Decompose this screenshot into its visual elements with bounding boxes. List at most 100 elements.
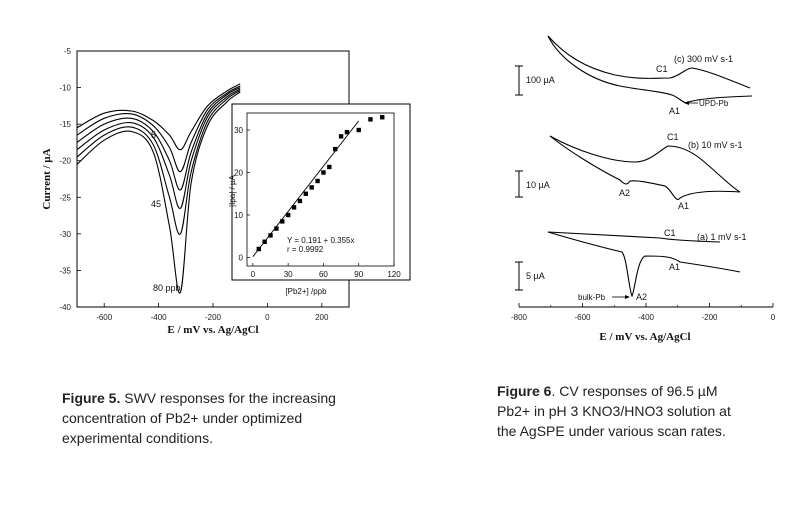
fig5-xtick-label: 200 [315, 313, 329, 322]
fig5-annotation-80ppb: 80 ppb [153, 283, 181, 293]
cv-c-label: (c) 300 mV s-1 [674, 54, 733, 64]
cv-c-scale-label: 100 µA [526, 75, 555, 85]
cv-b-forward-trace [549, 135, 741, 193]
cv-b-peak-a1: A1 [678, 201, 689, 211]
inset-equation: Y = 0.191 + 0.355x [287, 236, 354, 245]
fig5-caption-line-1: Figure 5. SWV responses for the increasi… [62, 388, 392, 408]
inset-data-point [274, 226, 279, 231]
fig5-swv-curve-4 [76, 88, 241, 209]
fig5-annotation-5: 5 [151, 130, 156, 140]
fig5-ytick-label: -25 [59, 193, 71, 202]
fig6-xtick-label: -800 [511, 313, 528, 322]
cv-a-bulk-label: bulk-Pb [578, 293, 606, 302]
inset-data-point [297, 198, 303, 204]
cv-a-reverse-trace [547, 231, 741, 298]
inset-plot-frame [246, 112, 395, 267]
fig5-annotation-45: 45 [151, 199, 161, 209]
inset-ytick-label: 20 [234, 169, 243, 178]
inset-data-point [256, 246, 261, 252]
cv-b-reverse-trace [549, 135, 741, 200]
inset-ytick-label: 0 [239, 254, 244, 263]
cv-c-forward-trace [547, 35, 751, 89]
cv-b-label: (b) 10 mV s-1 [688, 140, 743, 150]
inset-y-axis-label: |Ipa| / µA [228, 174, 237, 207]
inset-data-point [303, 191, 308, 196]
fig5-ytick-label: -20 [59, 157, 71, 166]
inset-data-point [291, 205, 297, 210]
cv-c-peak-c1: C1 [656, 64, 668, 74]
inset-xtick-label: 120 [387, 270, 401, 279]
inset-xtick-label: 0 [251, 270, 256, 279]
fig6-caption-line-2: Pb2+ in pH 3 KNO3/HNO3 solution at [497, 403, 731, 419]
inset-data-point [380, 115, 385, 120]
inset-data-point [356, 127, 361, 133]
fig5-x-axis-label: E / mV vs. Ag/AgCl [167, 324, 258, 336]
fig5-y-axis-label: Current / µA [41, 148, 53, 209]
fig6-caption-label: Figure 6 [497, 383, 552, 399]
fig5-swv-curve-2 [76, 85, 241, 173]
fig5-xtick-label: -200 [205, 313, 222, 322]
cv-b-peak-a2: A2 [619, 188, 630, 198]
fig6-caption-text-1: . CV responses of 96.5 µM [551, 383, 718, 399]
inset-xtick-label: 30 [284, 270, 293, 279]
inset-data-point [280, 219, 285, 224]
fig5-swv-curve-6 [76, 91, 241, 294]
fig5-xtick-label: -400 [151, 313, 168, 322]
fig5-ytick-label: -5 [64, 47, 72, 56]
inset-r-value: r = 0.9992 [287, 245, 324, 254]
cv-a-arrowhead [625, 295, 630, 299]
fig5-ytick-label: -35 [59, 266, 71, 275]
fig5-swv-curve-3 [76, 87, 241, 191]
fig5-ytick-label: -10 [59, 84, 71, 93]
fig5-ytick-label: -30 [59, 230, 71, 239]
fig5-caption-line-2: concentration of Pb2+ under optimized [62, 410, 303, 426]
fig6-x-axis-label: E / mV vs. Ag/AgCl [599, 331, 690, 343]
fig6-xtick-label: 0 [771, 313, 776, 322]
cv-a-peak-a1: A1 [669, 262, 680, 272]
fig6-xtick-label: -200 [701, 313, 718, 322]
inset-data-point [338, 134, 344, 139]
inset-data-point [268, 233, 273, 238]
fig5-swv-curve-1 [76, 83, 241, 151]
inset-xtick-label: 90 [354, 270, 363, 279]
fig6-caption-line-3: the AgSPE under various scan rates. [497, 423, 726, 439]
fig5-ytick-label: -40 [59, 303, 71, 312]
inset-data-point [327, 164, 332, 170]
inset-data-point [309, 185, 314, 190]
inset-border [231, 103, 411, 281]
fig5-xtick-label: 0 [265, 313, 270, 322]
figure5-caption: Figure 5. SWV responses for the increasi… [62, 388, 392, 448]
cv-b-scale-label: 10 µA [526, 180, 550, 190]
cv-c-peak-a1: A1 [669, 106, 680, 116]
inset-data-point [315, 178, 320, 184]
inset-data-point [368, 117, 373, 122]
fig5-caption-text-1: SWV responses for the increasing [120, 390, 336, 406]
cv-a-peak-c1: C1 [664, 228, 676, 238]
figure6-caption: Figure 6. CV responses of 96.5 µM Pb2+ i… [497, 381, 787, 441]
inset-data-point [333, 146, 338, 152]
cv-c-upd-label: UPD-Pb [699, 99, 729, 108]
cv-a-peak-a2: A2 [636, 292, 647, 302]
cv-c-arrowhead [684, 101, 689, 105]
cv-a-forward-trace [547, 231, 721, 243]
fig5-caption-line-3: experimental conditions. [62, 430, 213, 446]
inset-ytick-label: 30 [234, 126, 243, 135]
inset-data-point [344, 129, 350, 135]
inset-data-point [285, 212, 291, 218]
cv-a-label: (a) 1 mV s-1 [697, 232, 747, 242]
fig6-xtick-label: -400 [638, 313, 655, 322]
inset-data-point [262, 239, 267, 244]
inset-data-point [321, 170, 326, 175]
fig5-xtick-label: -600 [96, 313, 113, 322]
fig5-ytick-label: -15 [59, 120, 71, 129]
cv-c-reverse-trace [547, 35, 753, 104]
cv-a-scale-label: 5 µA [526, 271, 545, 281]
inset-ytick-label: 10 [234, 211, 243, 220]
cv-b-peak-c1: C1 [667, 132, 679, 142]
fig6-chart: -800 -600 -400 -200 0 E / mV vs. Ag/AgCl (c)… [511, 35, 776, 343]
fig5-swv-curve-5 [76, 90, 241, 235]
fig6-xtick-label: -600 [574, 313, 591, 322]
